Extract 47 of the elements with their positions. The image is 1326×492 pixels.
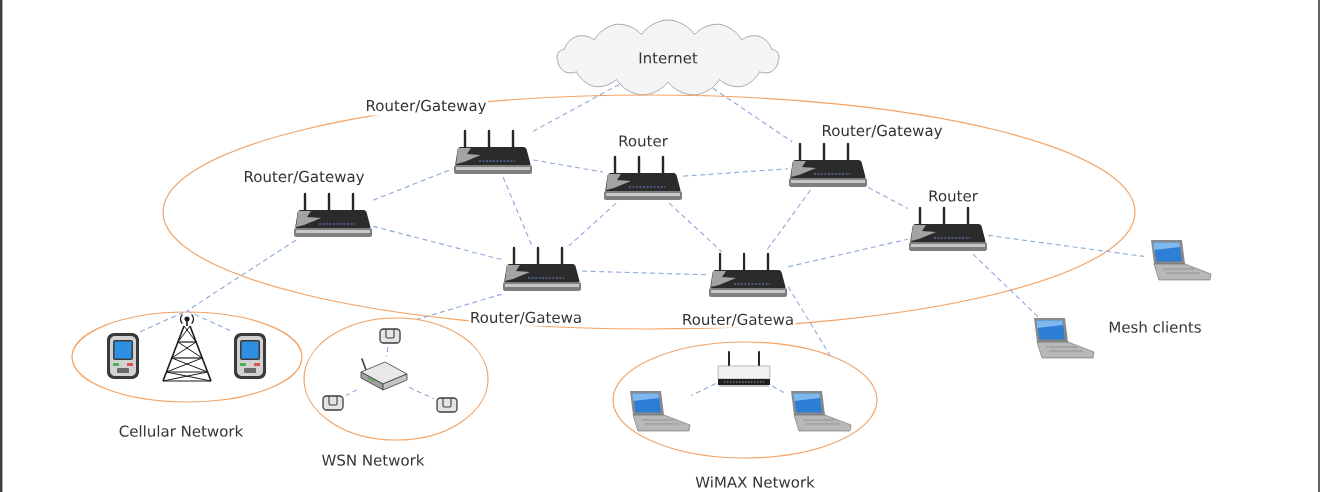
link-line	[372, 225, 503, 261]
router-label: Router/Gateway	[364, 98, 488, 116]
laptop-icon	[1034, 318, 1095, 359]
sensor-icon	[436, 397, 458, 413]
link-line	[186, 239, 297, 312]
link-line	[771, 385, 785, 394]
link-line	[987, 234, 1145, 257]
link-line	[502, 176, 533, 247]
phone-icon	[107, 333, 139, 379]
link-line	[581, 270, 709, 276]
link-line	[408, 386, 435, 400]
laptop-icon	[791, 391, 852, 432]
link-line	[972, 253, 1039, 318]
router-label: Router/Gatewa	[680, 312, 796, 328]
link-line	[385, 346, 389, 358]
link-line	[345, 389, 358, 397]
link-line	[712, 87, 793, 143]
link-line	[417, 293, 503, 320]
link-line	[668, 202, 723, 253]
link-line	[787, 286, 831, 356]
group-label: Mesh clients	[1109, 321, 1201, 333]
link-line	[568, 202, 617, 247]
link-line	[787, 238, 909, 268]
router-label: Router/Gatewa	[468, 310, 584, 326]
link-line	[372, 168, 454, 201]
link-line	[532, 159, 604, 173]
sensor-icon	[322, 395, 344, 411]
phone-icon	[234, 333, 266, 379]
laptop-icon	[1151, 240, 1212, 281]
sensor-icon	[379, 328, 401, 344]
link-line	[867, 186, 909, 210]
router-label: Router/Gateway	[820, 123, 944, 141]
router-label: Router/Gateway	[242, 169, 366, 187]
link-line	[682, 168, 789, 177]
link-line	[139, 310, 188, 333]
router-label: Router	[616, 133, 670, 149]
router-label: Router	[926, 188, 980, 204]
link-line	[532, 83, 620, 132]
network-label: WiMAX Network	[695, 476, 815, 488]
internet-cloud: Internet	[556, 19, 780, 96]
link-line	[690, 383, 717, 397]
gateway-device-icon	[360, 358, 408, 391]
router-icon	[717, 351, 771, 387]
network-label: WSN Network	[322, 454, 425, 466]
network-label: Cellular Network	[119, 425, 244, 437]
laptop-icon	[630, 391, 691, 432]
tower-icon	[162, 313, 212, 382]
